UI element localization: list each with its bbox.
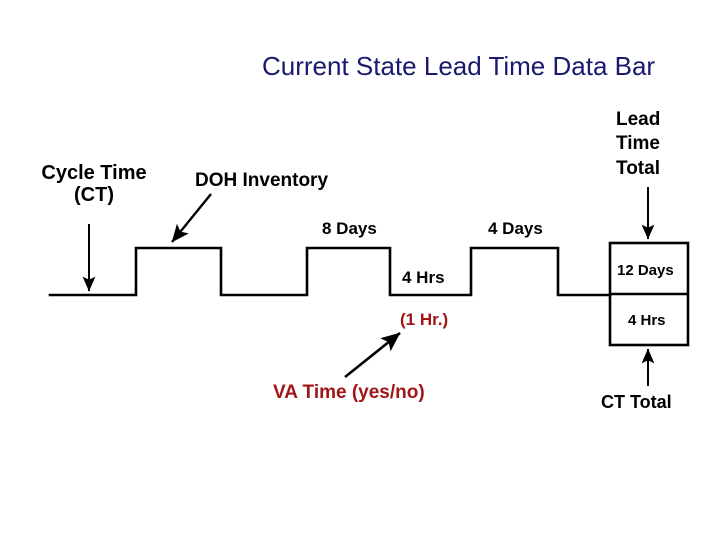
segment-label-8-days: 8 Days: [322, 219, 377, 238]
va-time-label: VA Time (yes/no): [273, 382, 425, 403]
totals-box-lead-time-value: 12 Days: [617, 262, 674, 279]
page-title: Current State Lead Time Data Bar: [262, 51, 656, 81]
cycle-time-label: Cycle Time (CT): [41, 162, 147, 206]
segment-label-1-hr: (1 Hr.): [400, 310, 449, 329]
va-time-arrow: [344, 331, 401, 379]
lead-time-data-bar-waveform: [48, 246, 612, 297]
doh-inventory-label: DOH Inventory: [195, 170, 329, 191]
segment-label-4-days: 4 Days: [488, 219, 543, 238]
doh-inventory-arrow: [171, 193, 212, 243]
segment-label-4-hrs: 4 Hrs: [402, 268, 445, 287]
ct-total-label: CT Total: [601, 392, 672, 412]
lead-time-total-label: Lead Time Total: [616, 109, 661, 179]
totals-box-cycle-time-value: 4 Hrs: [628, 312, 666, 329]
